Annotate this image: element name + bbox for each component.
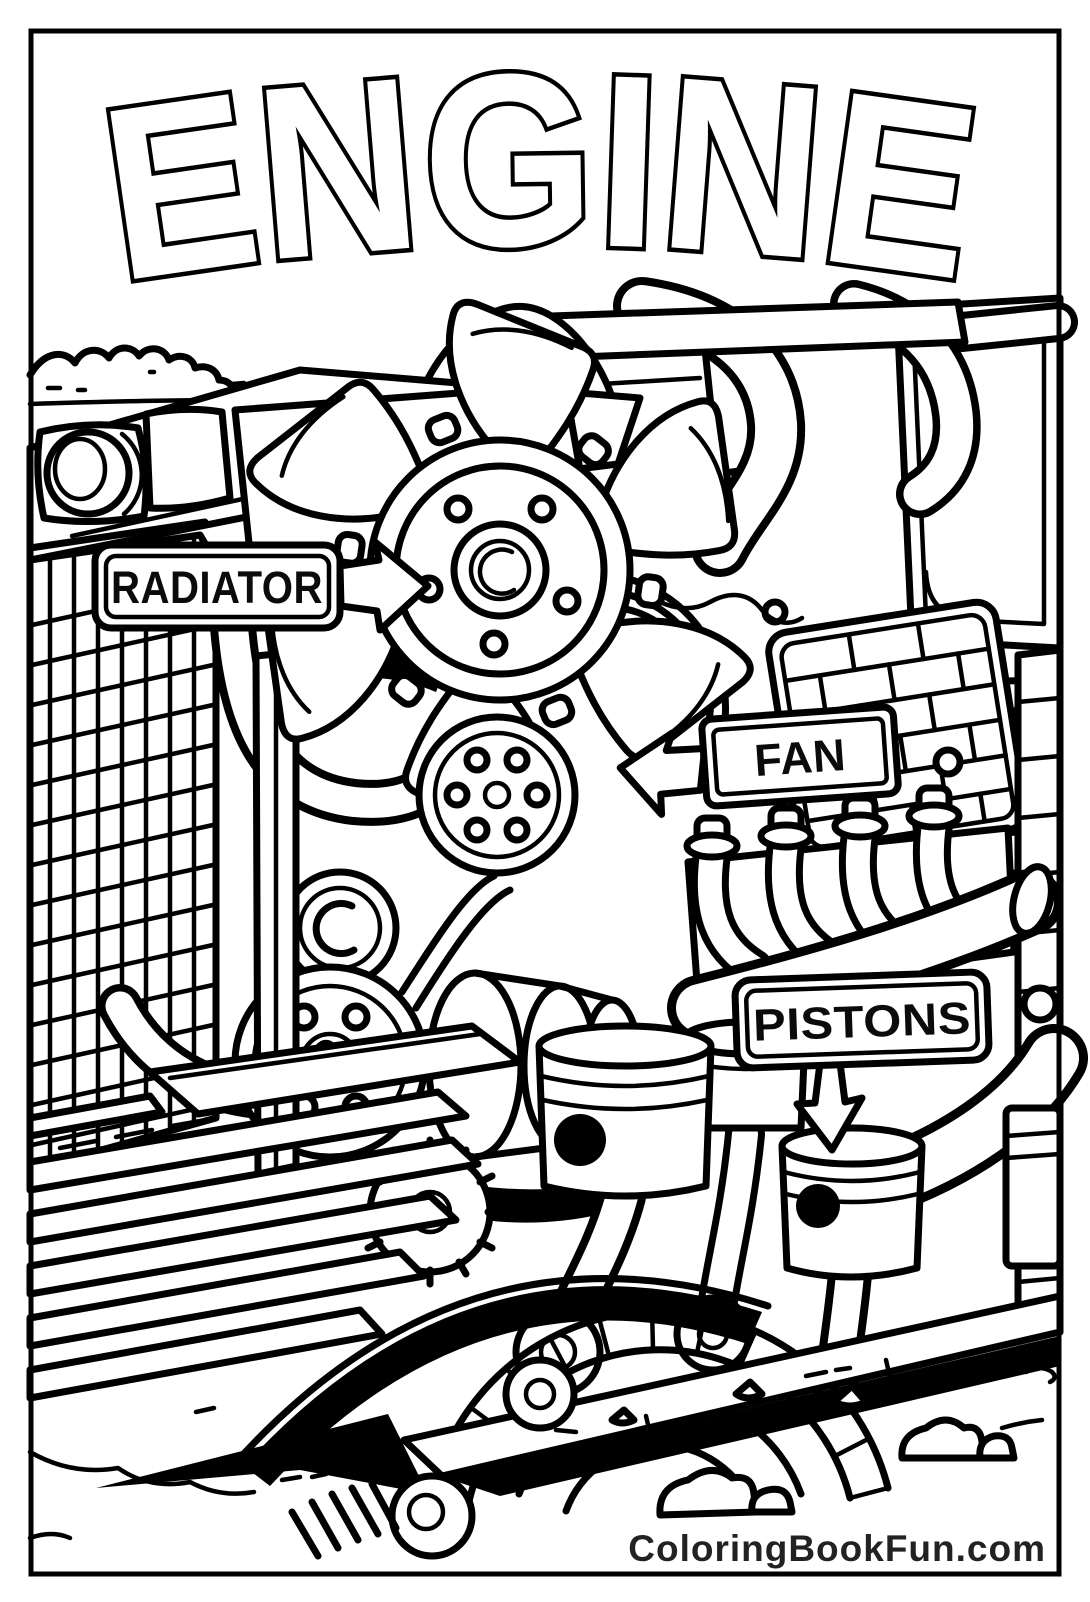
pump-pulley: [415, 713, 579, 877]
roller-wheel: [288, 1356, 578, 1560]
pistons-arrow-icon: [793, 1059, 866, 1154]
label-radiator: RADIATOR: [91, 538, 432, 634]
label-pistons: PISTONS: [731, 968, 993, 1154]
page-border: [28, 28, 1062, 1577]
ground-pebbles: [27, 1365, 1057, 1541]
page-title-wrap: ENGINE: [88, 22, 992, 333]
radiator-arrow-icon: [336, 538, 432, 634]
pistons-label: PISTONS: [752, 992, 972, 1051]
footer-site-text: ColoringBookFun.com: [628, 1528, 1046, 1569]
radiator-grille: [26, 518, 220, 1174]
ignition-cable: [645, 591, 805, 625]
fan-label: FAN: [753, 729, 848, 786]
fan-arrow-icon: [616, 729, 709, 818]
radiator-label: RADIATOR: [111, 562, 323, 613]
headlight: [34, 421, 150, 526]
page-title: ENGINE: [84, 18, 997, 338]
label-fan: FAN: [616, 703, 902, 818]
exhaust-manifold: [667, 784, 1088, 1220]
